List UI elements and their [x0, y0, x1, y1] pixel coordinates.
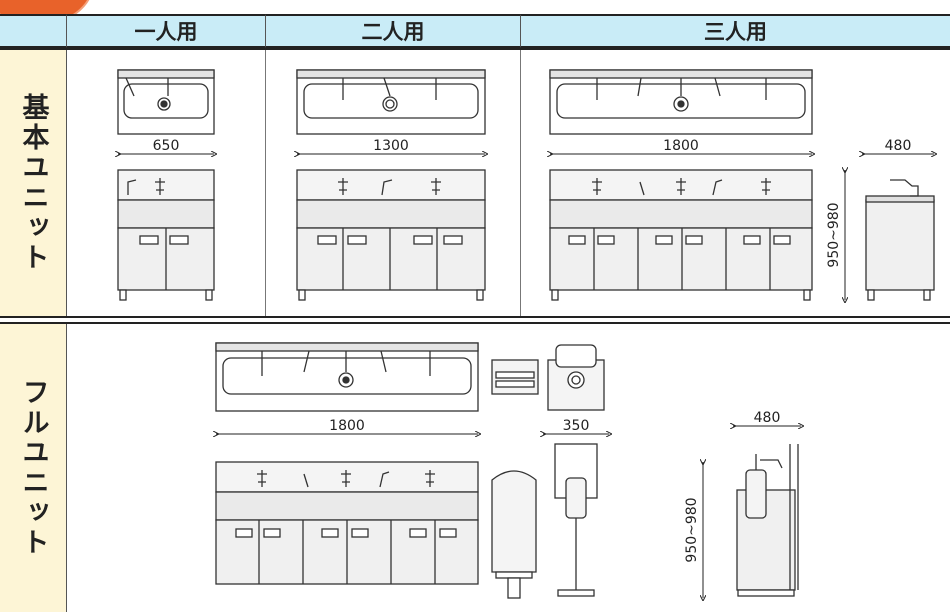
sink-top-view-three — [549, 69, 813, 135]
full-unit-label: フルユニット — [17, 378, 49, 558]
header-three-person: 三人用 — [520, 14, 950, 48]
full-depth-480-label: 480 — [754, 410, 781, 426]
towel-dispenser — [491, 359, 539, 395]
height-950-980-label: 950~980 — [826, 202, 842, 267]
sink-front-view-three — [549, 169, 813, 301]
full-unit-side-view — [736, 444, 799, 597]
full-height-950-980-label: 950~980 — [684, 497, 700, 562]
trash-bin — [491, 470, 537, 599]
basic-unit-label: 基本ユニット — [17, 93, 49, 273]
sink-top-view-two — [296, 69, 486, 135]
basic-unit-section: 基本ユニット — [0, 48, 950, 318]
header-one-person: 一人用 — [66, 14, 265, 48]
sink-top-view-one — [117, 69, 215, 135]
width-1300-label: 1300 — [373, 138, 409, 154]
full-width-350-label: 350 — [563, 418, 590, 434]
full-width-1800-label: 1800 — [329, 418, 365, 434]
header-two-person: 二人用 — [265, 14, 520, 48]
header-corner — [0, 14, 66, 48]
column-divider — [265, 50, 266, 316]
full-unit-section: フルユニット — [0, 322, 950, 612]
width-1800-label: 1800 — [663, 138, 699, 154]
sanitizer-top-view — [547, 344, 605, 411]
depth-480-label: 480 — [885, 138, 912, 154]
sanitizer-stand — [554, 443, 598, 597]
sink-front-view-two — [296, 169, 486, 301]
full-unit-label-cell: フルユニット — [0, 324, 67, 612]
basic-unit-label-cell: 基本ユニット — [0, 50, 67, 316]
full-sink-front-view — [215, 461, 479, 585]
sink-front-view-one — [117, 169, 215, 301]
sink-side-view-basic — [865, 179, 935, 301]
column-divider — [520, 50, 521, 316]
width-650-label: 650 — [153, 138, 180, 154]
full-sink-top-view — [215, 342, 479, 412]
